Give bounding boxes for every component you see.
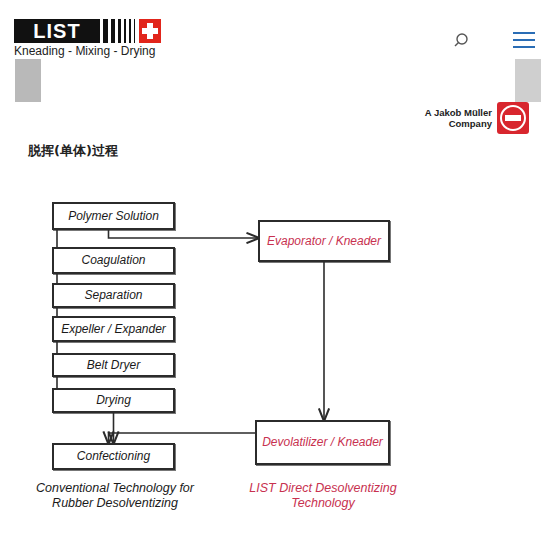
flow-arrow xyxy=(323,262,325,420)
diagram-title: 脱挥(单体)过程 xyxy=(28,142,118,160)
flow-arrow xyxy=(56,230,58,247)
flow-arrow xyxy=(56,274,58,283)
flow-arrow xyxy=(56,377,58,388)
process-box: Coagulation xyxy=(52,247,175,274)
flow-arrow xyxy=(56,342,58,353)
logo-text: LIST xyxy=(14,20,100,42)
header-image xyxy=(15,59,41,102)
flow-arrow xyxy=(113,413,115,443)
logo-bars xyxy=(103,19,135,43)
flow-arrow xyxy=(56,308,58,316)
box-text: Expeller / Expander xyxy=(61,322,166,337)
process-box: Belt Dryer xyxy=(52,353,175,377)
column-caption: LIST Direct Desolventizing Technology xyxy=(240,481,406,511)
column-caption: Conventional Technology for Rubber Desol… xyxy=(30,481,200,511)
flow-arrow xyxy=(109,433,256,443)
header-image xyxy=(515,59,541,102)
box-text: Coagulation xyxy=(81,253,145,268)
process-box: Expeller / Expander xyxy=(52,316,175,342)
logo-block xyxy=(14,19,100,43)
menu-icon xyxy=(513,33,535,47)
process-box: Drying xyxy=(52,388,175,413)
company-logo xyxy=(501,106,525,130)
swiss-flag xyxy=(139,19,161,43)
company-logo xyxy=(497,102,529,134)
process-box: Polymer Solution xyxy=(52,202,175,230)
box-text: Belt Dryer xyxy=(87,358,140,373)
process-box: Separation xyxy=(52,283,175,308)
process-box: Confectioning xyxy=(52,443,175,470)
flow-arrow xyxy=(109,230,259,238)
box-text: Evaporator / Kneader xyxy=(267,234,381,249)
swiss-cross xyxy=(142,28,158,34)
box-text: Devolatilizer / Kneader xyxy=(262,435,383,450)
box-text: Confectioning xyxy=(77,449,150,464)
box-text: Drying xyxy=(96,393,131,408)
process-box: Evaporator / Kneader xyxy=(258,220,390,262)
process-box: Devolatilizer / Kneader xyxy=(255,420,390,465)
search-icon xyxy=(455,43,459,47)
box-text: Separation xyxy=(84,288,142,303)
company-name: A Jakob Müller Company xyxy=(420,107,492,129)
company-logo xyxy=(505,115,521,121)
box-text: Polymer Solution xyxy=(68,209,159,224)
tagline: Kneading - Mixing - Drying xyxy=(14,44,174,58)
